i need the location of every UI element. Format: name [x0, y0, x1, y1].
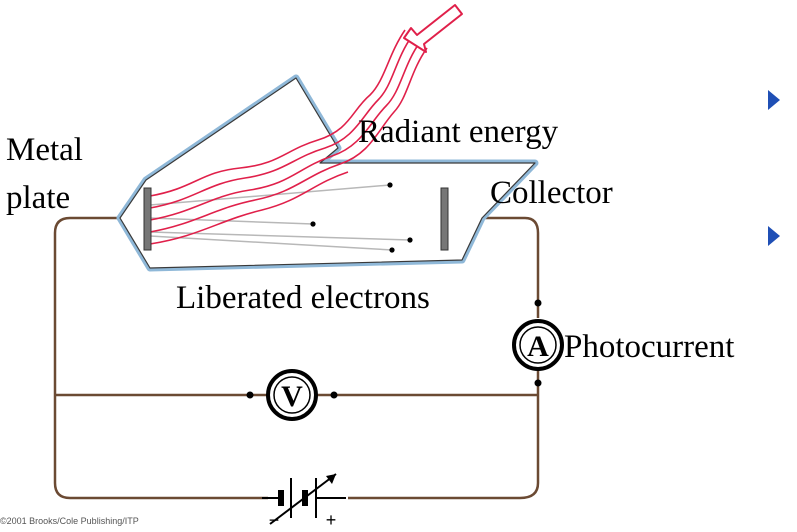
label-metal-line2: plate [6, 180, 70, 216]
light-wave [149, 171, 349, 245]
voltmeter-junction-right [330, 391, 338, 399]
ammeter-label: A [527, 330, 549, 363]
wire-left-top [53, 216, 540, 500]
label-metal-line1: Metal [6, 132, 83, 168]
collector-electrode [440, 187, 449, 251]
variable-arrowhead [326, 474, 336, 484]
label-collector: Collector [490, 175, 613, 211]
label-photocurrent: Photocurrent [564, 329, 734, 365]
bullet-icon [768, 90, 780, 110]
electron-path [149, 184, 391, 206]
electron [387, 182, 393, 188]
voltmeter: V [246, 369, 338, 421]
ammeter-junction-bottom [534, 379, 542, 387]
light-wave [149, 47, 428, 233]
electron-path [149, 235, 393, 251]
ammeter: A [512, 299, 564, 387]
light-wave [149, 29, 406, 197]
electron [407, 237, 413, 243]
light-wave [149, 41, 421, 221]
metal-plate-electrode [143, 187, 152, 251]
battery-minus: − [269, 510, 280, 527]
electron [310, 221, 316, 227]
light-waves [149, 29, 428, 245]
ammeter-junction-top [534, 299, 542, 307]
electron-paths [149, 184, 411, 251]
variable-battery: − + [262, 473, 348, 530]
label-radiant-energy: Radiant energy [358, 114, 559, 150]
electrons [310, 182, 413, 253]
voltmeter-junction-left [246, 391, 254, 399]
label-liberated-electrons: Liberated electrons [176, 280, 430, 316]
battery-plus: + [326, 510, 337, 527]
copyright-notice: ©2001 Brooks/Cole Publishing/ITP [0, 516, 139, 526]
light-wave [149, 35, 413, 209]
wire-right-top [482, 216, 540, 318]
voltmeter-label: V [281, 380, 303, 413]
incoming-light-arrow [403, 4, 463, 53]
bullet-icon [768, 226, 780, 246]
electron [389, 247, 395, 253]
electron-path [149, 217, 314, 225]
variable-arrow [269, 473, 337, 525]
